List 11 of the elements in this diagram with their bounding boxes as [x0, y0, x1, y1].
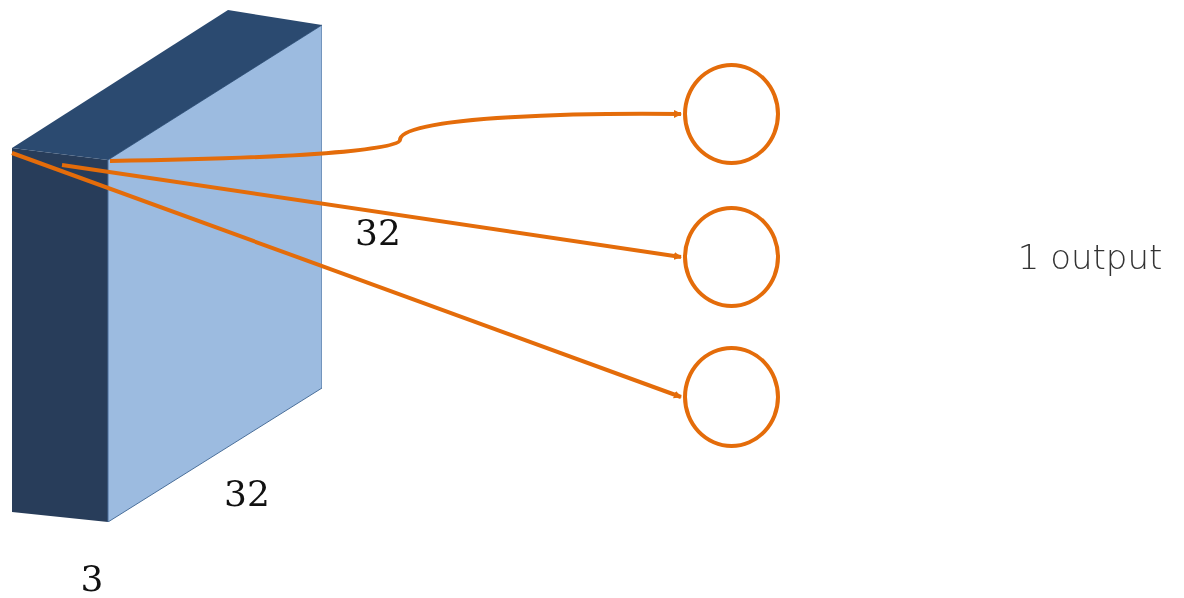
- neuron-circle: [683, 346, 780, 448]
- neuron-circle: [683, 206, 780, 308]
- neuron-circle: [683, 63, 780, 165]
- dimension-label: 32: [355, 211, 401, 253]
- output-label: 1 output: [1017, 237, 1163, 277]
- arrow: [61, 163, 682, 260]
- arrow: [11, 151, 682, 399]
- dimension-label: 32: [224, 472, 270, 514]
- arrow: [109, 109, 682, 163]
- dimension-label: 3: [80, 557, 104, 598]
- input-volume-drawing: [12, 10, 322, 522]
